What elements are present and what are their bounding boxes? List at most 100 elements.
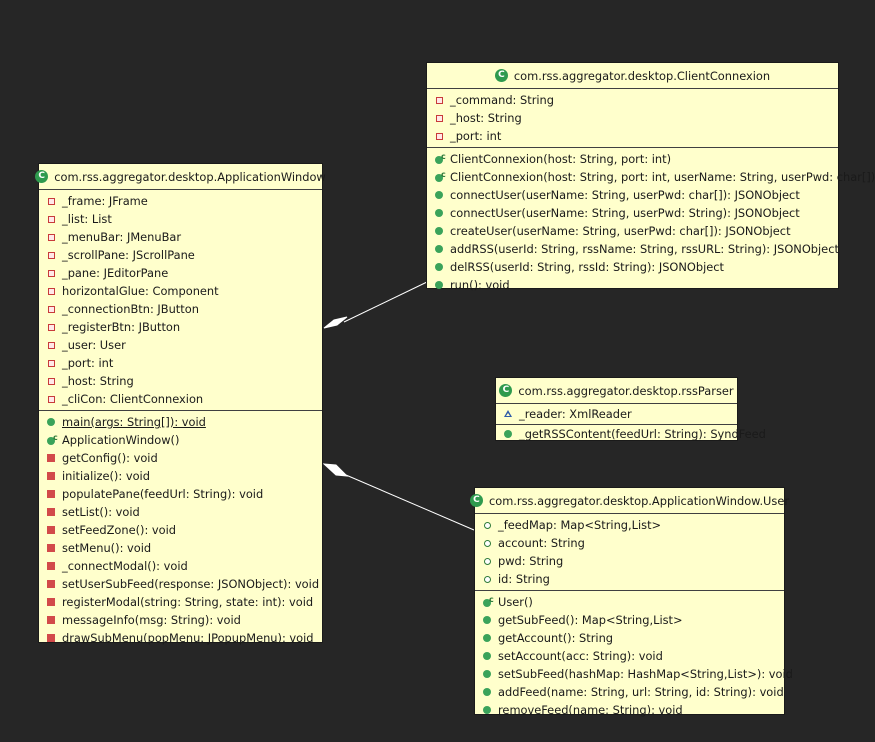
method-row[interactable]: _getRSSContent(feedUrl: String): SyndFee… [496, 425, 766, 443]
field-signature: _list: List [62, 212, 112, 226]
fields-section: _feedMap: Map<String,List> account: Strin… [475, 514, 784, 590]
field-row[interactable]: _port: int [427, 127, 838, 145]
method-row[interactable]: connectUser(userName: String, userPwd: S… [427, 204, 838, 222]
method-row[interactable]: setSubFeed(hashMap: HashMap<String,List>… [475, 665, 793, 683]
fields-section: _command: String _host: String _port: int [427, 89, 838, 147]
method-signature: messageInfo(msg: String): void [62, 613, 241, 627]
field-row[interactable]: _reader: XmlReader [496, 405, 737, 423]
method-signature: ClientConnexion(host: String, port: int) [450, 152, 672, 166]
field-row[interactable]: _registerBtn: JButton [39, 318, 322, 336]
field-row[interactable]: _scrollPane: JScrollPane [39, 246, 322, 264]
priv-method-icon [45, 577, 59, 591]
field-signature: account: String [498, 536, 585, 550]
method-row[interactable]: delRSS(userId: String, rssId: String): J… [427, 258, 838, 276]
method-row[interactable]: populatePane(feedUrl: String): void [39, 485, 322, 503]
method-row[interactable]: createUser(userName: String, userPwd: ch… [427, 222, 838, 240]
field-signature: _host: String [62, 374, 134, 388]
field-row[interactable]: horizontalGlue: Component [39, 282, 322, 300]
method-row[interactable]: ClientConnexion(host: String, port: int) [427, 148, 838, 168]
method-row[interactable]: setMenu(): void [39, 539, 322, 557]
field-row[interactable]: _cliCon: ClientConnexion [39, 390, 322, 408]
field-row[interactable]: account: String [475, 534, 784, 552]
class-box-user[interactable]: com.rss.aggregator.desktop.ApplicationWi… [469, 487, 793, 717]
method-row[interactable]: User() [475, 591, 784, 611]
priv-field-icon [45, 302, 59, 316]
priv-method-icon [45, 631, 59, 645]
method-row[interactable]: addRSS(userId: String, rssName: String, … [427, 240, 839, 258]
priv-field-icon [45, 338, 59, 352]
method-signature: setFeedZone(): void [62, 523, 177, 537]
method-signature: ApplicationWindow() [62, 433, 180, 447]
method-signature: getConfig(): void [62, 451, 158, 465]
pub-method-icon [45, 415, 59, 429]
method-row[interactable]: setList(): void [39, 503, 322, 521]
field-row[interactable]: _list: List [39, 210, 322, 228]
method-row[interactable]: getAccount(): String [475, 629, 784, 647]
field-signature: _pane: JEditorPane [62, 266, 169, 280]
class-box-application-window[interactable]: com.rss.aggregator.desktop.ApplicationWi… [35, 163, 326, 645]
method-row[interactable]: connectUser(userName: String, userPwd: c… [427, 186, 838, 204]
field-row[interactable]: _frame: JFrame [39, 192, 322, 210]
field-row[interactable]: _pane: JEditorPane [39, 264, 322, 282]
priv-method-icon [45, 451, 59, 465]
field-row[interactable]: _host: String [427, 109, 838, 127]
class-box-rss-parser[interactable]: com.rss.aggregator.desktop.rssParser _re… [495, 377, 766, 443]
method-signature: connectUser(userName: String, userPwd: S… [450, 206, 800, 220]
method-signature: getAccount(): String [498, 631, 614, 645]
class-icon [35, 170, 49, 183]
ctor-icon [45, 429, 59, 447]
field-signature: _host: String [450, 111, 522, 125]
method-signature: setSubFeed(hashMap: HashMap<String,List>… [498, 667, 793, 681]
method-signature: addRSS(userId: String, rssName: String, … [450, 242, 839, 256]
pub-field-icon [481, 536, 495, 550]
method-signature: addFeed(name: String, url: String, id: S… [498, 685, 784, 699]
method-signature: ClientConnexion(host: String, port: int,… [450, 170, 875, 184]
field-signature: _registerBtn: JButton [62, 320, 181, 334]
method-row[interactable]: getConfig(): void [39, 449, 322, 467]
method-row[interactable]: drawSubMenu(popMenu: JPopupMenu): void [39, 629, 322, 647]
priv-field-icon [433, 111, 447, 125]
field-row[interactable]: _feedMap: Map<String,List> [475, 516, 784, 534]
pub-method-icon [481, 685, 495, 699]
method-row[interactable]: run(): void [427, 276, 838, 294]
method-row[interactable]: ApplicationWindow() [39, 429, 322, 449]
method-row[interactable]: _connectModal(): void [39, 557, 322, 575]
pub-method-icon [433, 188, 447, 202]
field-row[interactable]: _command: String [427, 91, 838, 109]
field-row[interactable]: pwd: String [475, 552, 784, 570]
field-row[interactable]: _port: int [39, 354, 322, 372]
method-row[interactable]: removeFeed(name: String): void [475, 701, 784, 719]
class-title: com.rss.aggregator.desktop.ClientConnexi… [513, 68, 771, 83]
method-signature: setList(): void [62, 505, 140, 519]
class-box-client-connexion[interactable]: com.rss.aggregator.desktop.ClientConnexi… [426, 62, 875, 292]
priv-field-icon [45, 266, 59, 280]
field-row[interactable]: id: String [475, 570, 784, 588]
method-signature: _getRSSContent(feedUrl: String): SyndFee… [519, 427, 766, 441]
composition-diamond-user [322, 463, 349, 477]
method-signature: run(): void [450, 278, 510, 292]
methods-section: main(args: String[]): voidApplicationWin… [39, 410, 322, 649]
method-row[interactable]: messageInfo(msg: String): void [39, 611, 322, 629]
field-row[interactable]: _connectionBtn: JButton [39, 300, 322, 318]
method-row[interactable]: setAccount(acc: String): void [475, 647, 784, 665]
class-title: com.rss.aggregator.desktop.ApplicationWi… [488, 493, 790, 508]
pub-method-icon [433, 278, 447, 292]
pub-method-icon [433, 242, 447, 256]
priv-field-icon [45, 356, 59, 370]
field-row[interactable]: _user: User [39, 336, 322, 354]
priv-method-icon [45, 469, 59, 483]
field-row[interactable]: _host: String [39, 372, 322, 390]
method-row[interactable]: ClientConnexion(host: String, port: int,… [427, 166, 875, 186]
field-row[interactable]: _menuBar: JMenuBar [39, 228, 322, 246]
method-row[interactable]: addFeed(name: String, url: String, id: S… [475, 683, 784, 701]
method-row[interactable]: initialize(): void [39, 467, 322, 485]
method-row[interactable]: registerModal(string: String, state: int… [39, 593, 322, 611]
method-row[interactable]: main(args: String[]): void [39, 413, 322, 431]
methods-section: _getRSSContent(feedUrl: String): SyndFee… [496, 424, 766, 443]
priv-method-icon [45, 559, 59, 573]
method-row[interactable]: setUserSubFeed(response: JSONObject): vo… [39, 575, 322, 593]
pub-method-icon [502, 427, 516, 441]
method-row[interactable]: setFeedZone(): void [39, 521, 322, 539]
method-row[interactable]: getSubFeed(): Map<String,List> [475, 611, 784, 629]
priv-field-icon [433, 129, 447, 143]
